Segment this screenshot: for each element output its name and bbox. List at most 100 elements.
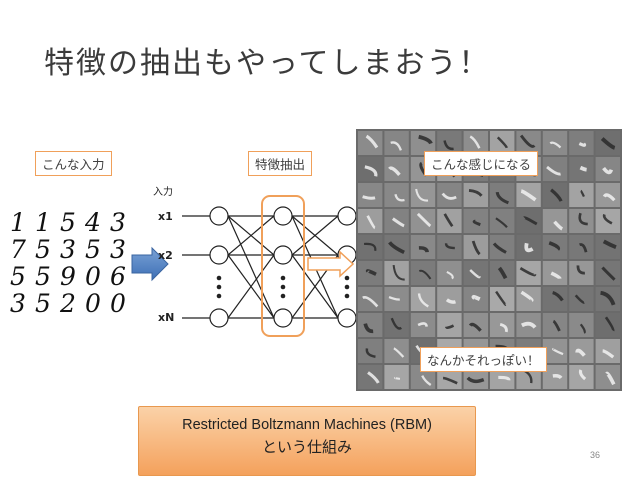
filter-tile xyxy=(384,157,409,181)
filter-tile xyxy=(463,209,488,233)
filter-tile xyxy=(595,157,620,181)
filter-tile xyxy=(384,131,409,155)
filter-tile xyxy=(358,365,383,389)
network-input-label: 入力 xyxy=(153,185,173,198)
filter-tile xyxy=(384,183,409,207)
filter-tile xyxy=(542,313,568,337)
filter-tile xyxy=(516,261,541,285)
page-number: 36 xyxy=(590,450,601,460)
callout-result: こんな感じになる xyxy=(424,151,539,176)
digit-sample: 3 xyxy=(10,288,26,318)
filter-tile xyxy=(490,235,515,259)
digit-sample: 3 xyxy=(110,234,126,264)
filter-tile xyxy=(437,209,462,233)
filter-tile xyxy=(384,365,409,389)
filter-tile xyxy=(542,365,568,389)
filter-tile xyxy=(463,235,488,259)
filter-tile xyxy=(542,209,568,233)
filter-tile xyxy=(595,209,620,233)
filter-tile xyxy=(569,131,594,155)
digit-sample: 4 xyxy=(85,207,101,237)
slide-title: 特徴の抽出もやってしまおう！ xyxy=(44,46,491,81)
network-node-label: x1 xyxy=(158,210,173,223)
input-arrow-icon xyxy=(131,246,169,282)
filter-tile xyxy=(542,235,568,259)
filter-tile xyxy=(437,313,462,337)
filter-tile xyxy=(569,287,594,311)
filter-tile xyxy=(384,339,409,363)
network-connections xyxy=(182,215,339,319)
filter-tile xyxy=(569,365,594,389)
filter-tile xyxy=(410,287,436,311)
filter-tile xyxy=(384,287,409,311)
filter-tile xyxy=(595,313,620,337)
callout-looks-like: なんかそれっぽい！ xyxy=(420,347,547,372)
digit-sample: 0 xyxy=(85,261,101,291)
filter-tile xyxy=(384,261,409,285)
filter-tile xyxy=(542,261,568,285)
digit-sample: 3 xyxy=(110,207,126,237)
filter-tile xyxy=(569,339,594,363)
digit-sample: 5 xyxy=(85,234,101,264)
digit-sample: 5 xyxy=(35,234,51,264)
filter-tile xyxy=(490,313,515,337)
filter-tile xyxy=(410,235,436,259)
hidden-layer-highlight xyxy=(261,195,305,337)
filter-tile xyxy=(490,209,515,233)
filter-tile xyxy=(410,209,436,233)
filter-tile xyxy=(384,209,409,233)
filter-tile xyxy=(569,157,594,181)
filter-tile xyxy=(542,339,568,363)
filter-tile xyxy=(542,183,568,207)
filter-tile xyxy=(595,131,620,155)
filter-tile xyxy=(595,183,620,207)
filter-tile xyxy=(516,209,541,233)
filter-tile xyxy=(542,287,568,311)
filter-tile xyxy=(410,183,436,207)
filter-tile xyxy=(410,313,436,337)
digit-sample: 3 xyxy=(60,234,76,264)
filter-tile xyxy=(569,261,594,285)
filter-tile xyxy=(595,287,620,311)
filter-tile xyxy=(490,261,515,285)
filter-tile xyxy=(358,287,383,311)
filter-tile xyxy=(463,287,488,311)
digit-sample: 5 xyxy=(35,261,51,291)
filter-tile xyxy=(542,131,568,155)
filter-tile xyxy=(437,183,462,207)
digit-sample: 7 xyxy=(10,234,26,264)
filter-tile xyxy=(358,261,383,285)
filter-tile xyxy=(463,313,488,337)
callout-feature-extraction: 特徴抽出 xyxy=(248,151,313,176)
rbm-subtitle: という仕組み xyxy=(261,438,352,456)
filter-tile xyxy=(595,339,620,363)
digit-sample: 9 xyxy=(60,261,76,291)
network-ellipsis xyxy=(216,275,350,299)
network-nodes xyxy=(209,206,357,328)
filter-tile xyxy=(358,235,383,259)
network-node-label: x2 xyxy=(158,249,173,262)
filter-tile xyxy=(358,339,383,363)
filter-tile xyxy=(595,235,620,259)
filter-tile xyxy=(437,235,462,259)
filter-tile xyxy=(516,235,541,259)
filter-tile xyxy=(358,183,383,207)
rbm-box: Restricted Boltzmann Machines (RBM) という仕… xyxy=(138,406,476,476)
network-node-label: xN xyxy=(158,311,174,324)
neural-network-diagram: 入力 x1 x2 xN xyxy=(153,185,357,337)
filter-tile xyxy=(569,209,594,233)
digit-sample: 0 xyxy=(85,288,101,318)
digit-sample: 5 xyxy=(10,261,26,291)
filter-tile xyxy=(595,261,620,285)
digit-sample: 0 xyxy=(110,288,126,318)
filter-tile xyxy=(437,261,462,285)
learned-filters-image xyxy=(356,129,622,391)
filter-tile xyxy=(410,261,436,285)
filter-tile xyxy=(358,131,383,155)
filter-tile xyxy=(358,209,383,233)
